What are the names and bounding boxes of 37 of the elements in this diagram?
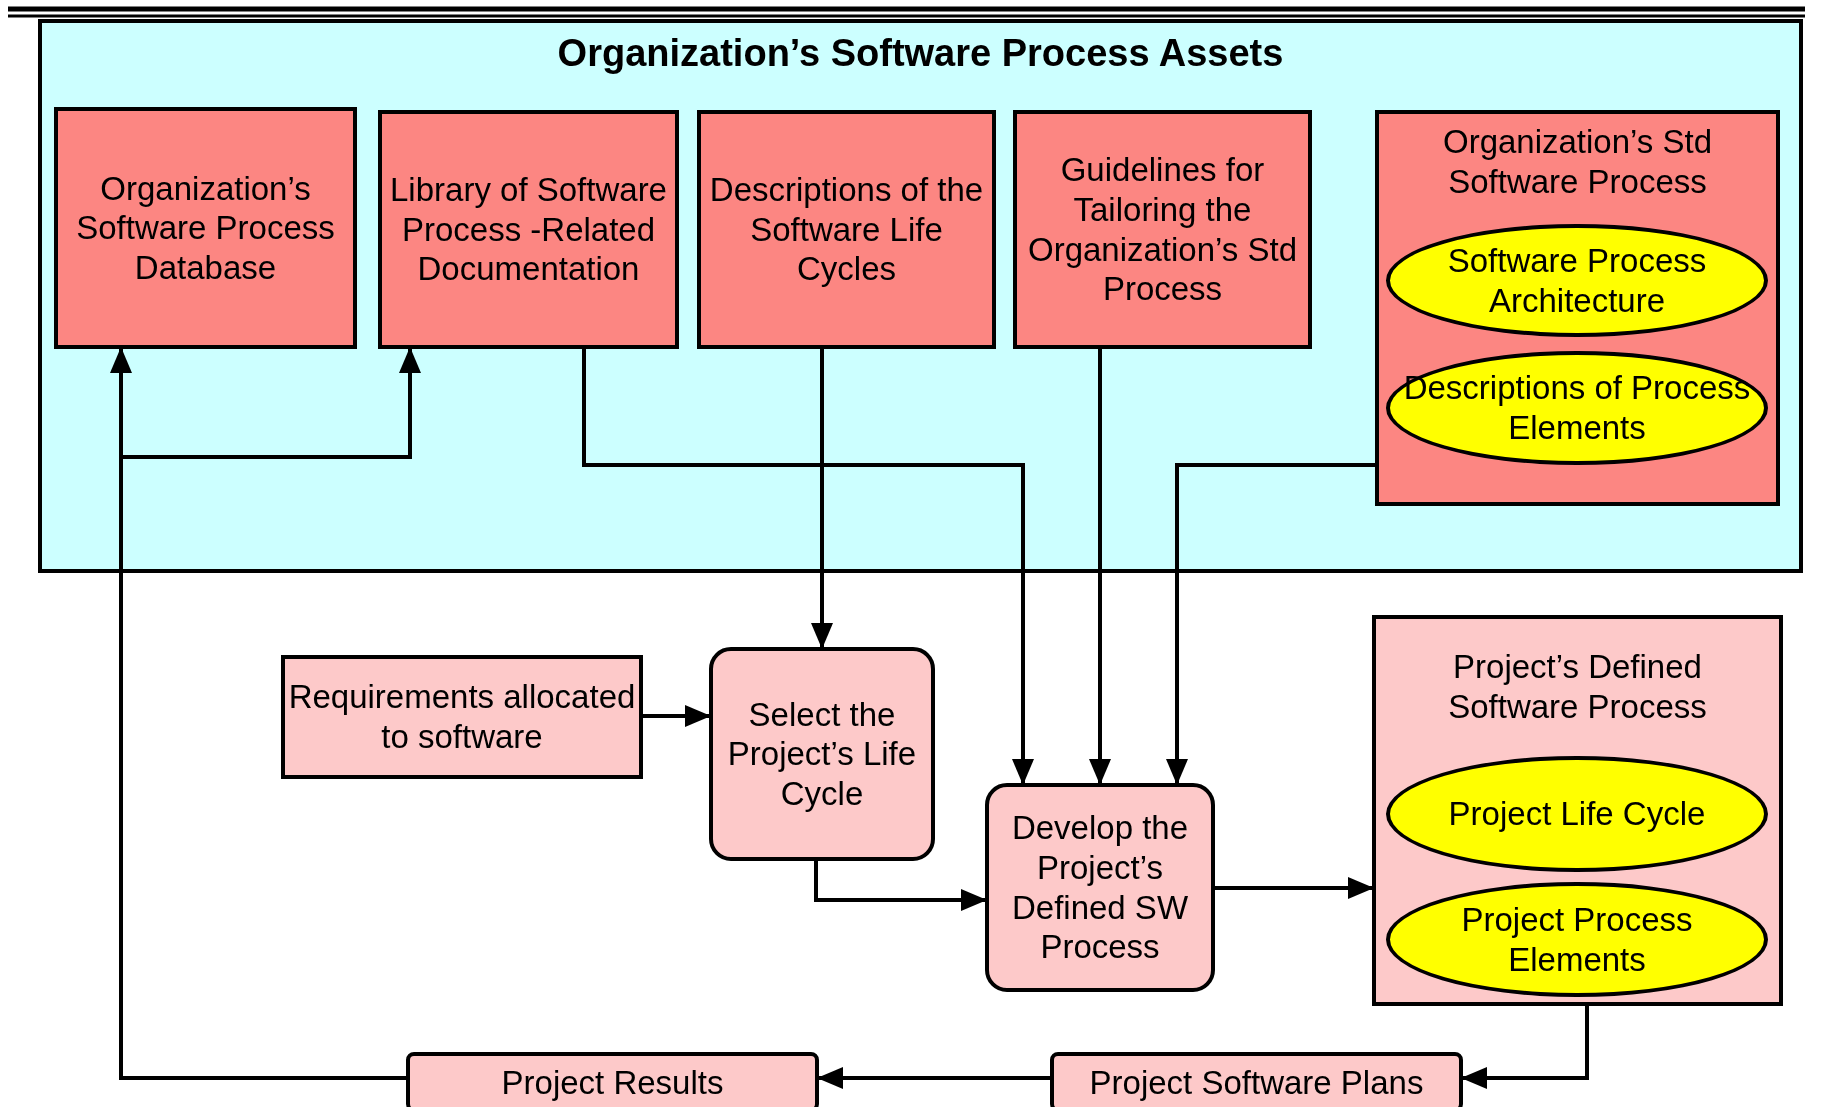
arrow xyxy=(1089,349,1111,785)
node-label: Project Results xyxy=(501,1065,724,1099)
node-label: Requirements allocated to software xyxy=(287,677,637,757)
arrow xyxy=(814,861,987,911)
panel-title: Organization’s Software Process Assets xyxy=(556,31,1285,76)
node-label: Project Process Elements xyxy=(1460,899,1694,980)
asset-panel xyxy=(38,19,1803,573)
result-box xyxy=(1050,1052,1463,1107)
asset-box xyxy=(697,110,996,349)
node-label: Library of Software Process -Related Documentation xyxy=(389,170,668,289)
node-label: Software Process Architecture xyxy=(1446,240,1708,321)
arrow xyxy=(811,349,833,649)
asset-box xyxy=(1013,110,1312,349)
asset-box xyxy=(1375,110,1780,506)
node-label: Descriptions of Process Elements xyxy=(1402,368,1752,448)
process-step xyxy=(985,783,1215,992)
arrow xyxy=(582,349,1034,785)
box-heading: Project’s Defined Software Process xyxy=(1447,647,1708,727)
box-heading: Organization’s Std Software Process xyxy=(1441,122,1713,202)
input-box xyxy=(281,655,643,779)
node-label: Organization’s Software Process Database xyxy=(75,168,336,288)
arrow xyxy=(1166,463,1375,785)
node-label: Develop the Project’s Defined SW Process xyxy=(1010,808,1190,967)
arrow xyxy=(817,1067,1050,1089)
node-label: Guidelines for Tailoring the Organization’s Std Process xyxy=(1026,150,1298,309)
result-box xyxy=(406,1052,819,1107)
arrow xyxy=(643,705,711,727)
arrow xyxy=(1215,877,1374,899)
node-label: Project Software Plans xyxy=(1089,1065,1424,1099)
node-label: Descriptions of the Software Life Cycles xyxy=(708,170,985,289)
asset-box xyxy=(54,107,357,349)
node-label: Project Life Cycle xyxy=(1448,794,1706,834)
output-box xyxy=(1372,615,1783,1006)
asset-box xyxy=(378,110,679,349)
arrow xyxy=(1461,1006,1589,1089)
node-label: Select the Project’s Life Cycle xyxy=(726,694,918,814)
process-step xyxy=(709,647,935,861)
